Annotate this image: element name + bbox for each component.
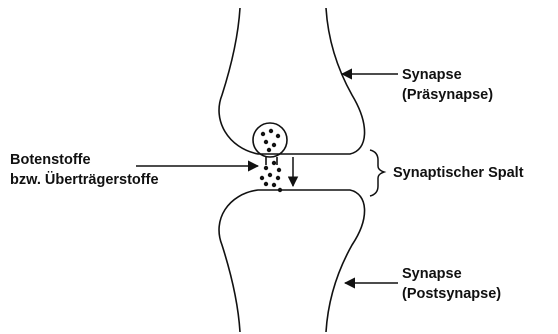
botenstoffe-label-line1: Botenstoffe [10,152,91,168]
presynapse-outline [219,8,365,154]
postsynapse-label-line2: (Postsynapse) [402,286,501,302]
cleft-brace [370,150,384,196]
postsynapse-outline [219,190,365,332]
postsynapse-label-line1: Synapse [402,266,462,282]
synaptic-cleft-label: Synaptischer Spalt [393,165,524,181]
released-transmitter-dots [260,161,282,192]
presynapse-label-line2: (Präsynapse) [402,87,493,103]
vesicle-dots [261,129,280,152]
presynapse-label-line1: Synapse [402,67,462,83]
botenstoffe-label-line2: bzw. Überträgerstoffe [10,171,159,188]
